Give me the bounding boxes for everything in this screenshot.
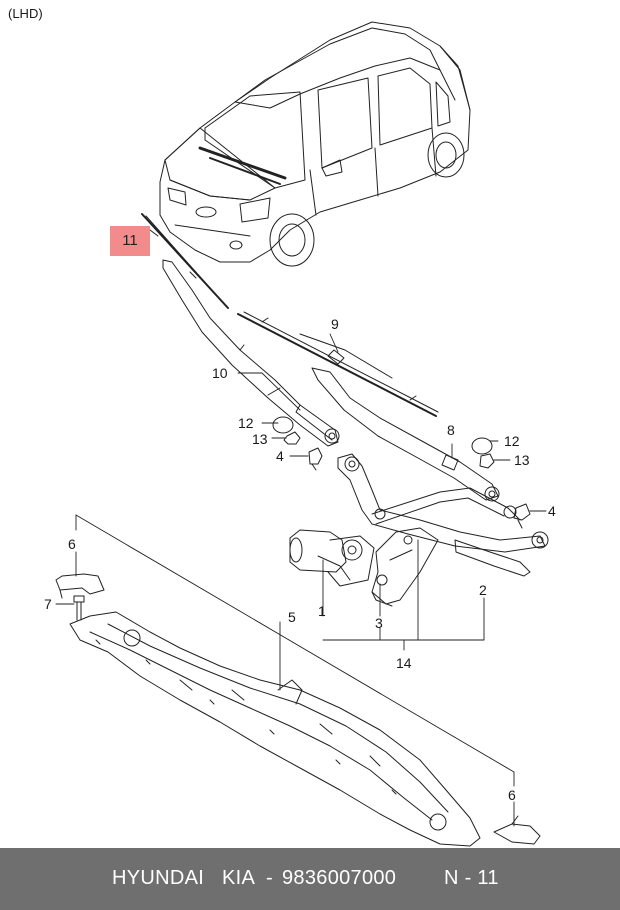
callout-12[interactable]: 12 bbox=[504, 433, 520, 449]
part-9-wiper-blade bbox=[237, 311, 439, 417]
callout-8[interactable]: 8 bbox=[447, 422, 455, 438]
reference-number: N - 11 bbox=[444, 867, 499, 889]
callout-2[interactable]: 2 bbox=[479, 582, 487, 598]
callout-4[interactable]: 4 bbox=[548, 503, 556, 519]
callout-7[interactable]: 7 bbox=[44, 596, 52, 612]
part-11-blade-refill bbox=[141, 213, 229, 309]
make-label: KIA bbox=[222, 867, 256, 889]
callout-6[interactable]: 6 bbox=[508, 787, 516, 803]
part-3-motor-bracket bbox=[371, 527, 439, 607]
part-number: 9836007000 bbox=[282, 867, 397, 889]
part-2-wiper-linkage bbox=[337, 453, 549, 577]
part-footer-bar: HYUNDAI KIA - 9836007000 N - 11 bbox=[0, 848, 620, 910]
highlight-callout-11[interactable]: 11 bbox=[110, 226, 150, 256]
car-illustration bbox=[159, 21, 471, 267]
callout-9[interactable]: 9 bbox=[331, 316, 339, 332]
leader-lines bbox=[55, 333, 547, 827]
separator: - bbox=[266, 867, 273, 889]
callout-3[interactable]: 3 bbox=[375, 615, 383, 631]
brand-label: HYUNDAI bbox=[112, 867, 205, 889]
part-7-bolt bbox=[73, 595, 85, 621]
variant-label: (LHD) bbox=[8, 6, 43, 21]
callout-1[interactable]: 1 bbox=[318, 603, 326, 619]
callout-6[interactable]: 6 bbox=[68, 536, 76, 552]
callout-13[interactable]: 13 bbox=[252, 431, 268, 447]
part-8-wiper-arm bbox=[311, 367, 500, 502]
part-6-bracket-right bbox=[493, 815, 541, 845]
wiper-exploded-diagram bbox=[55, 21, 549, 847]
callout-5[interactable]: 5 bbox=[288, 609, 296, 625]
callout-13[interactable]: 13 bbox=[514, 452, 530, 468]
callout-11: 11 bbox=[122, 232, 138, 249]
part-5-linkage-frame bbox=[69, 611, 481, 847]
part-6-bracket-left bbox=[55, 573, 105, 599]
callout-14[interactable]: 14 bbox=[396, 655, 412, 671]
callout-10[interactable]: 10 bbox=[212, 365, 228, 381]
callout-12[interactable]: 12 bbox=[238, 415, 254, 431]
callout-4[interactable]: 4 bbox=[276, 448, 284, 464]
part-1-wiper-motor bbox=[289, 529, 375, 587]
